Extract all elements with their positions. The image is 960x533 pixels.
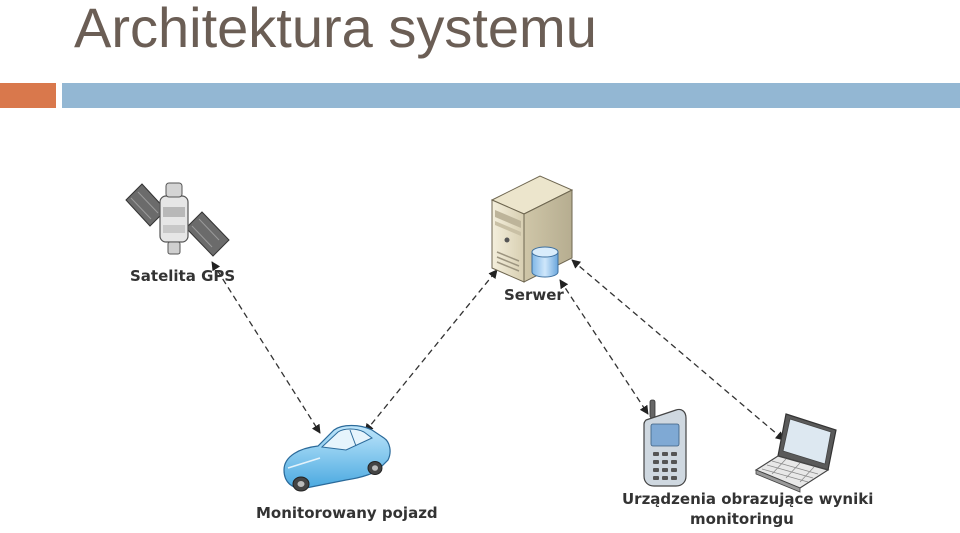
car-icon — [283, 424, 391, 492]
server-icon — [490, 175, 574, 283]
vehicle-label: Monitorowany pojazd — [256, 504, 438, 522]
mobile-phone-icon — [643, 399, 687, 487]
slide-title: Architektura systemu — [74, 0, 597, 59]
connectors — [211, 259, 785, 441]
connector-vehicle-server — [364, 269, 498, 433]
title-accent-bar-orange — [0, 83, 56, 108]
connector-server-laptop — [571, 259, 785, 441]
laptop-icon — [754, 413, 837, 493]
satellite-icon — [125, 182, 230, 257]
devices-label-line1: Urządzenia obrazujące wyniki — [622, 490, 873, 508]
devices-label-line2: monitoringu — [690, 510, 794, 528]
connector-server-phone — [559, 279, 649, 415]
connector-satellite-vehicle — [211, 261, 321, 434]
satellite-label: Satelita GPS — [130, 267, 235, 285]
server-label: Serwer — [504, 286, 564, 304]
title-accent-bar-blue — [62, 83, 960, 108]
